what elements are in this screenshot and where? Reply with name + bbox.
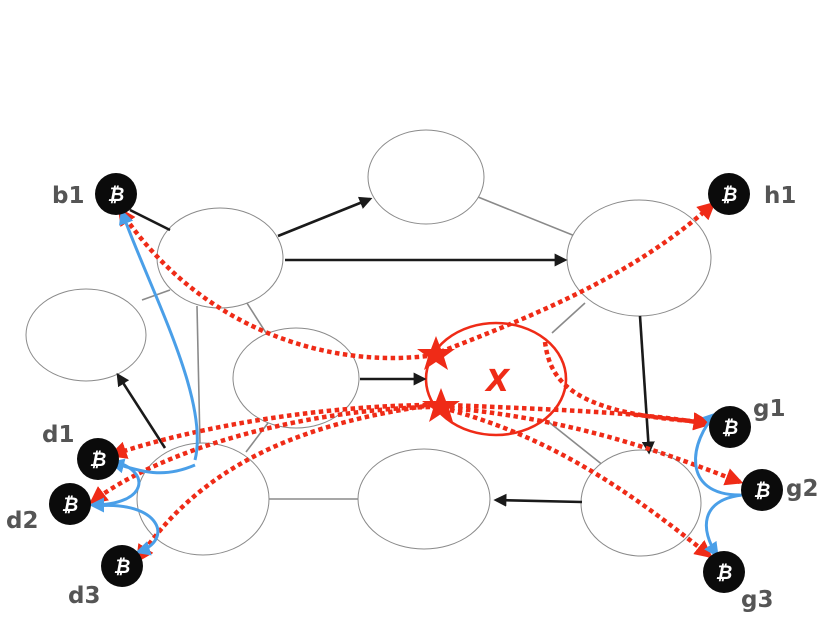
- coin-label-h1: h1: [764, 183, 796, 209]
- attack-stars: [417, 336, 460, 422]
- edge-g-to-bottom-center: [493, 493, 583, 507]
- coin-d1: ₿ d1: [42, 422, 119, 480]
- bitcoin-icon: [703, 551, 745, 593]
- attack-path-to-b1: [118, 207, 436, 361]
- link-b-center: [244, 299, 269, 337]
- link-b-d-vertical: [196, 305, 201, 445]
- attack-paths: [89, 201, 744, 564]
- honest-path-b1-loop: [118, 209, 199, 461]
- bitcoin-icon: [95, 173, 137, 215]
- coin-label-d3: d3: [68, 583, 100, 609]
- edge-b1-to-b: [129, 208, 171, 232]
- coin-g2: ₿ g2: [741, 469, 818, 511]
- undirected-links: [141, 196, 605, 500]
- attack-path-to-h1: [439, 201, 716, 355]
- bitcoin-glyph: ₿: [108, 184, 125, 206]
- coin-h1: ₿ h1: [708, 173, 796, 215]
- node-g: [580, 449, 702, 557]
- bitcoin-glyph: ₿: [754, 480, 771, 502]
- directed-edges: [116, 196, 655, 507]
- node-left: [25, 288, 147, 382]
- attack-path-to-d3: [136, 402, 433, 564]
- bitcoin-glyph: ₿: [90, 449, 107, 471]
- star-lower-icon: [422, 388, 460, 422]
- coin-label-g1: g1: [753, 396, 785, 422]
- attack-path-to-g1: [542, 341, 712, 431]
- bitcoin-glyph: ₿: [114, 556, 131, 578]
- bitcoin-icon: [77, 438, 119, 480]
- coin-g3: ₿ g3: [703, 551, 773, 613]
- coin-d2: ₿ d2: [6, 483, 91, 534]
- honest-path-d-to-d1: [109, 458, 196, 475]
- honest-paths: [89, 209, 743, 558]
- star-upper-icon: [417, 336, 455, 370]
- edge-h-to-g: [638, 315, 655, 455]
- link-x-g: [544, 418, 605, 467]
- attack-path-to-d2: [89, 404, 431, 505]
- edge-d-to-left: [116, 372, 167, 449]
- bitcoin-glyph: ₿: [716, 562, 733, 584]
- node-b: [156, 207, 284, 309]
- node-top: [367, 129, 485, 225]
- bitcoin-icon: [741, 469, 783, 511]
- bitcoin-glyph: ₿: [62, 494, 79, 516]
- bitcoin-icon: [708, 173, 750, 215]
- attack-path-to-g2: [449, 405, 744, 486]
- node-bottom-center: [357, 448, 491, 550]
- coin-label-g2: g2: [786, 476, 818, 502]
- coin-b1: ₿ b1: [52, 173, 137, 215]
- honest-path-g2-g1: [694, 411, 741, 497]
- coin-label-b1: b1: [52, 183, 84, 209]
- coin-d3: ₿ d3: [68, 545, 143, 609]
- attack-path-to-g3: [449, 407, 713, 559]
- attack-path-to-g1-direct: [449, 402, 712, 431]
- attack-path-to-d1: [108, 402, 436, 459]
- bitcoin-icon: [709, 406, 751, 448]
- bitcoin-glyph: ₿: [722, 417, 739, 439]
- honest-path-g2-g3: [704, 493, 743, 558]
- bitcoin-icon: [101, 545, 143, 587]
- edge-b-to-top: [277, 196, 373, 238]
- bitcoin-icon: [49, 483, 91, 525]
- coin-label-d2: d2: [6, 508, 38, 534]
- bitcoin-glyph: ₿: [721, 184, 738, 206]
- link-center-d: [245, 422, 269, 453]
- link-top-right: [477, 196, 576, 237]
- coin-g1: ₿ g1: [709, 396, 785, 448]
- attacker-label: X: [484, 364, 511, 399]
- coin-label-d1: d1: [42, 422, 74, 448]
- link-x-right: [551, 302, 586, 334]
- honest-path-d2-d3: [94, 503, 160, 556]
- coin-label-g3: g3: [741, 587, 773, 613]
